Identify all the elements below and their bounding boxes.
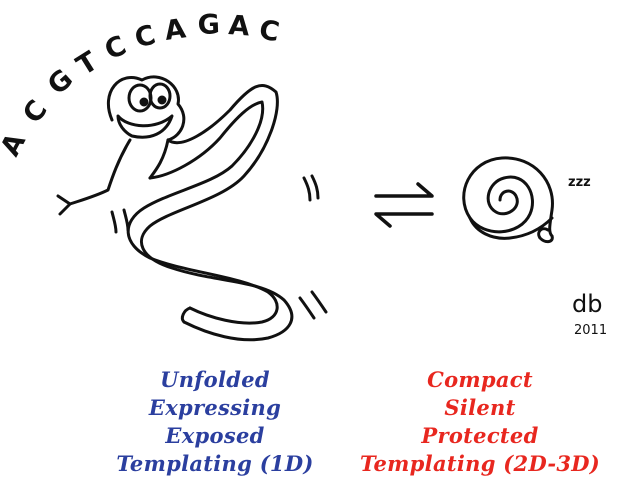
state-label: Exposed bbox=[165, 423, 265, 448]
unfolded-state-labels: Unfolded Expressing Exposed Templating (… bbox=[65, 366, 365, 478]
snore-text: zzz bbox=[568, 175, 591, 190]
sequence-letter: G bbox=[42, 63, 79, 101]
signature-year: 2011 bbox=[574, 323, 607, 338]
signature-initials: db bbox=[572, 290, 602, 318]
sequence-letter: A bbox=[228, 10, 251, 42]
compact-state-labels: Compact Silent Protected Templating (2D-… bbox=[330, 366, 630, 478]
sequence-letter: C bbox=[257, 14, 282, 48]
sequence-letter: C bbox=[100, 30, 131, 66]
state-label: Expressing bbox=[148, 395, 282, 420]
unfolded-dna-creature bbox=[56, 75, 328, 342]
sequence-letter: A bbox=[163, 13, 188, 47]
state-label: Templating (1D) bbox=[116, 451, 314, 476]
state-label: Compact bbox=[427, 367, 533, 392]
compact-spiral-creature bbox=[462, 156, 554, 244]
state-label: Protected bbox=[421, 423, 539, 448]
sequence-letter: C bbox=[131, 19, 159, 54]
state-label: Unfolded bbox=[160, 367, 270, 392]
sequence-letter: G bbox=[197, 9, 220, 41]
state-label: Silent bbox=[444, 395, 516, 420]
state-label: Templating (2D-3D) bbox=[359, 451, 601, 476]
sequence-letter: A bbox=[0, 128, 32, 161]
artist-signature: db 2011 bbox=[572, 290, 607, 338]
equilibrium-arrows bbox=[374, 182, 434, 228]
sequence-letter: C bbox=[17, 95, 54, 130]
sequence-letter: T bbox=[71, 46, 104, 82]
